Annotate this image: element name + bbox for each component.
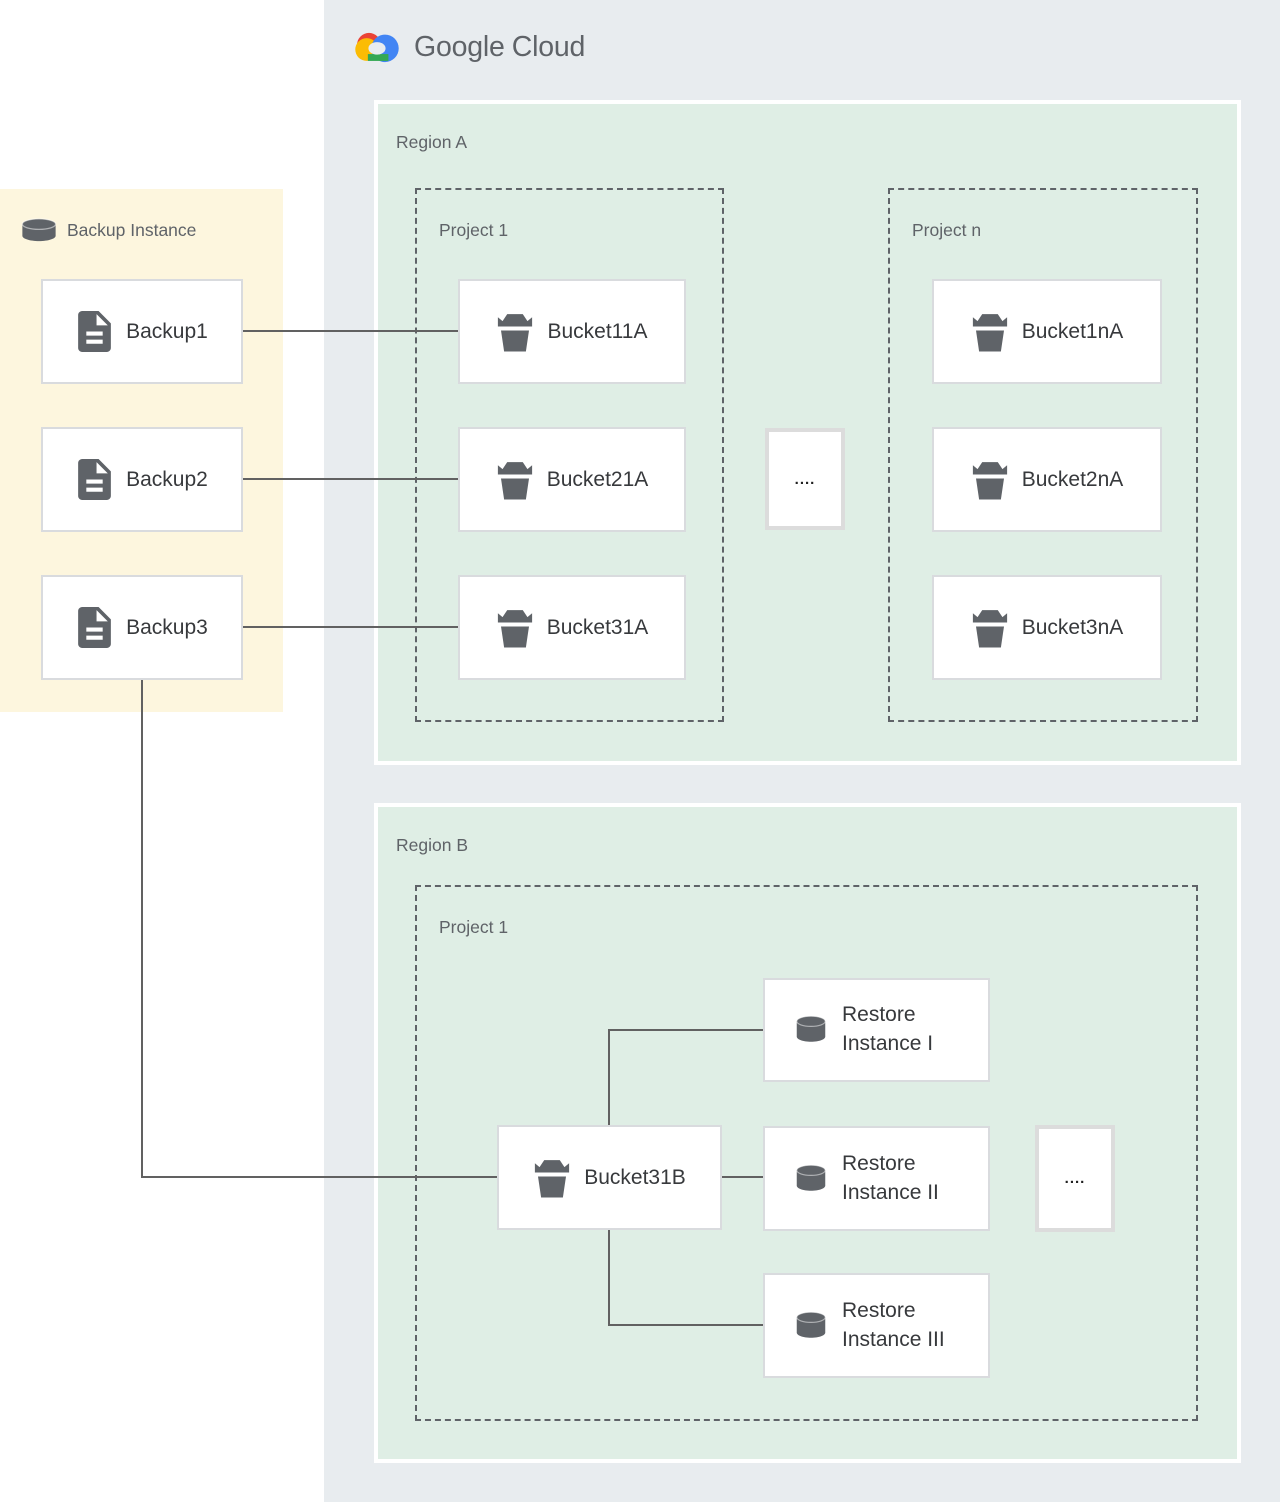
region-b-ellipsis-box: .... bbox=[1035, 1125, 1115, 1232]
connector-bucket31b-restore2 bbox=[722, 1176, 763, 1178]
connector-bucket31b-restore3-vertical bbox=[608, 1230, 610, 1326]
bucket2na-node: Bucket2nA bbox=[932, 427, 1162, 532]
backup-label: Backup2 bbox=[126, 467, 208, 491]
bucket-label: Bucket2nA bbox=[1021, 467, 1124, 491]
bucket-icon bbox=[535, 1159, 570, 1197]
backup2-node: Backup2 bbox=[41, 427, 243, 532]
bucket11a-node: Bucket11A bbox=[458, 279, 686, 384]
project-label: Project 1 bbox=[439, 917, 509, 937]
ellipsis-text: .... bbox=[1064, 1170, 1086, 1187]
restore-label: Restore Instance II bbox=[842, 1151, 939, 1204]
backup-label: Backup3 bbox=[126, 615, 208, 639]
restore-label: Restore Instance I bbox=[842, 1003, 934, 1055]
backup-instance-title: Backup Instance bbox=[67, 220, 197, 240]
bucket31b-node: Bucket31B bbox=[497, 1125, 722, 1230]
connector-backup3-bucket31a bbox=[243, 626, 458, 628]
backup-label: Backup1 bbox=[126, 319, 208, 343]
restore-instance-1-node: Restore Instance I bbox=[763, 978, 990, 1082]
project-label: Project n bbox=[912, 220, 982, 240]
ellipsis-text: .... bbox=[794, 470, 816, 488]
bucket-label: Bucket31B bbox=[584, 1165, 686, 1189]
bucket-icon bbox=[498, 313, 533, 351]
logo-brand-text: Google bbox=[414, 30, 505, 63]
bucket-icon bbox=[497, 609, 532, 647]
bucket-icon bbox=[972, 609, 1007, 647]
region-a-project-n-box: Project n bbox=[888, 188, 1198, 722]
document-icon bbox=[78, 607, 111, 648]
database-icon bbox=[21, 218, 57, 242]
connector-backup2-bucket21a bbox=[243, 478, 458, 480]
bucket21a-node: Bucket21A bbox=[458, 427, 686, 532]
restore-instance-2-node: Restore Instance II bbox=[763, 1126, 990, 1231]
backup3-node: Backup3 bbox=[41, 575, 243, 680]
connector-backup1-bucket11a bbox=[243, 330, 458, 332]
bucket-label: Bucket31A bbox=[546, 615, 649, 639]
backup-instance-header: Backup Instance bbox=[20, 212, 196, 248]
connector-bucket31b-restore1-vertical bbox=[608, 1029, 610, 1126]
document-icon bbox=[78, 311, 111, 352]
database-icon bbox=[796, 1164, 826, 1191]
database-icon bbox=[796, 1311, 826, 1338]
restore-instance-3-node: Restore Instance III bbox=[763, 1273, 990, 1378]
restore-label: Restore Instance III bbox=[842, 1298, 945, 1351]
region-a-label: Region A bbox=[396, 132, 468, 152]
region-b-project-1-box: Project 1 bbox=[415, 885, 1198, 1421]
bucket-icon bbox=[497, 461, 532, 499]
bucket3na-node: Bucket3nA bbox=[932, 575, 1162, 680]
database-icon bbox=[796, 1015, 826, 1042]
google-cloud-icon bbox=[355, 32, 399, 62]
connector-bucket31b-restore3-horizontal bbox=[608, 1324, 763, 1326]
bucket-label: Bucket11A bbox=[547, 319, 648, 343]
bucket31a-node: Bucket31A bbox=[458, 575, 686, 680]
bucket1na-node: Bucket1nA bbox=[932, 279, 1162, 384]
connector-bucket31b-restore1-horizontal bbox=[608, 1029, 763, 1031]
region-a-ellipsis-box: .... bbox=[765, 428, 845, 530]
bucket-icon bbox=[972, 313, 1007, 351]
connector-backup3-bucket31b-horizontal bbox=[141, 1176, 497, 1178]
bucket-label: Bucket3nA bbox=[1021, 615, 1124, 639]
bucket-label: Bucket21A bbox=[546, 467, 649, 491]
bucket-icon bbox=[972, 461, 1007, 499]
logo-product-text: Cloud bbox=[511, 30, 586, 63]
bucket-label: Bucket1nA bbox=[1021, 319, 1124, 343]
region-a-project-1-box: Project 1 bbox=[415, 188, 724, 722]
project-label: Project 1 bbox=[439, 220, 509, 240]
backup1-node: Backup1 bbox=[41, 279, 243, 384]
connector-backup3-bucket31b-vertical bbox=[141, 680, 143, 1177]
region-b-label: Region B bbox=[396, 835, 468, 855]
document-icon bbox=[78, 459, 111, 500]
